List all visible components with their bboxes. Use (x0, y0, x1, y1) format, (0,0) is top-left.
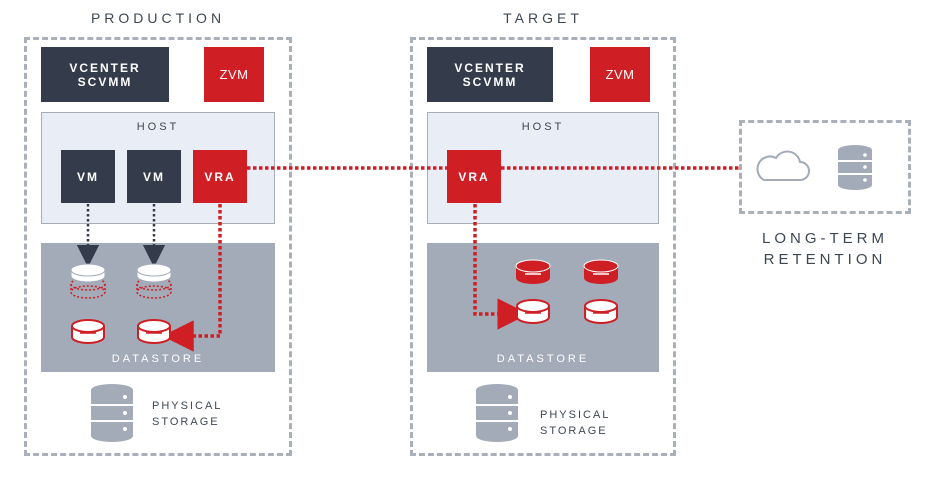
production-physical-line-1: PHYSICAL (152, 400, 223, 412)
target-physical-storage-label: PHYSICAL STORAGE (540, 407, 610, 439)
production-journal-disk-2-icon (137, 319, 171, 344)
target-scvmm-label: SCVMM (462, 74, 518, 89)
target-vcenter-box[interactable]: VCENTER SCVMM (427, 47, 553, 102)
target-vcenter-label: VCENTER (454, 60, 526, 75)
target-title: TARGET (503, 10, 583, 26)
production-vcenter-box[interactable]: VCENTER SCVMM (41, 47, 169, 102)
production-vm-2[interactable]: VM (127, 150, 181, 203)
production-physical-line-2: STORAGE (152, 416, 220, 428)
production-host-label: HOST (136, 121, 180, 133)
target-host-label: HOST (521, 121, 565, 133)
retention-label-line-1: LONG-TERM (762, 230, 888, 247)
production-vm-2-label: VM (143, 169, 165, 184)
production-vra-journal-arrow (162, 204, 222, 352)
target-vra-write-arrow (473, 204, 529, 330)
production-title: PRODUCTION (90, 10, 226, 26)
production-vra-label: VRA (204, 169, 236, 184)
target-physical-line-1: PHYSICAL (540, 409, 611, 421)
target-replica-disk-2-icon (583, 259, 619, 284)
target-physical-storage-icon (476, 384, 518, 442)
production-vm2-disk-icon (136, 263, 172, 299)
target-physical-line-2: STORAGE (540, 425, 608, 437)
production-vcenter-label: VCENTER (69, 60, 141, 75)
target-replica-disk-3-icon (516, 299, 550, 324)
target-vra-label: VRA (458, 169, 490, 184)
production-datastore-label: DATASTORE (111, 353, 205, 365)
production-site-border (24, 37, 292, 456)
production-journal-disk-1-icon (71, 319, 105, 344)
production-zvm-box[interactable]: ZVM (204, 47, 264, 102)
target-zvm-box[interactable]: ZVM (590, 47, 650, 102)
target-replica-disk-4-icon (584, 299, 618, 324)
production-scvmm-label: SCVMM (77, 74, 133, 89)
production-vra[interactable]: VRA (193, 150, 247, 203)
retention-border (739, 120, 911, 214)
target-vra[interactable]: VRA (447, 150, 501, 203)
production-vm-1-label: VM (77, 169, 99, 184)
production-zvm-label: ZVM (219, 67, 249, 82)
production-vm1-disk-icon (70, 263, 106, 299)
retention-label: LONG-TERM RETENTION (739, 228, 911, 270)
cloud-icon (756, 150, 810, 181)
production-physical-storage-label: PHYSICAL STORAGE (152, 398, 222, 430)
target-datastore-label: DATASTORE (496, 353, 590, 365)
target-replica-disk-1-icon (515, 259, 551, 284)
target-zvm-label: ZVM (605, 67, 635, 82)
production-physical-storage-icon (91, 384, 133, 442)
production-vm-1[interactable]: VM (61, 150, 115, 203)
retention-label-line-2: RETENTION (763, 251, 887, 268)
target-site-border (410, 37, 676, 456)
database-icon (838, 145, 872, 190)
